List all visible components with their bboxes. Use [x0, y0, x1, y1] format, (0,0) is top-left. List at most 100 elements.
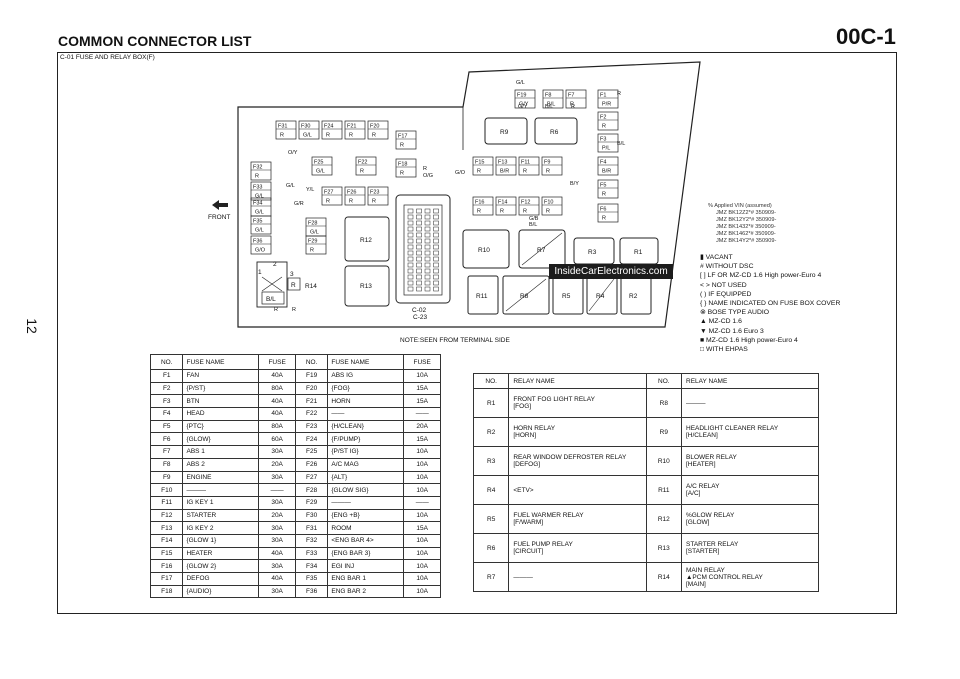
- vin-line: JMZ BK1462*# 350909-: [716, 230, 776, 237]
- connector-pin: [424, 268, 431, 274]
- fuse-id: F26: [347, 190, 356, 196]
- fuse-table-cell: 40A: [258, 369, 296, 383]
- relay-slot-r9: [484, 117, 528, 145]
- fuse-wire-color: R: [523, 169, 527, 175]
- fuse-table-cell: 15A: [403, 432, 441, 447]
- relay-label: R3: [588, 249, 597, 256]
- relay-slot-r11: [467, 275, 499, 315]
- connector-label: C-02: [412, 307, 426, 314]
- fuse-id: F27: [324, 190, 333, 196]
- relay-slot-r10: [462, 229, 510, 269]
- r14-label: R14: [305, 283, 317, 290]
- connector-pin: [433, 238, 439, 244]
- wire-color-tag: R: [617, 91, 621, 97]
- fuse-wire-color: R: [372, 199, 376, 205]
- vin-line: JMZ BK12Z2*# 350909-: [716, 209, 777, 216]
- connector-pin: [407, 250, 414, 256]
- fuse-id: F30: [301, 124, 310, 130]
- fuse-table-cell: 20A: [258, 457, 296, 472]
- fuse-wire-color: G/O: [255, 248, 266, 254]
- relay-label: R7: [537, 247, 546, 254]
- fuse-wire-color: B/R: [602, 169, 611, 175]
- fuse-table-cell: {GLOW 1}: [182, 533, 260, 548]
- connector-pin: [407, 208, 414, 214]
- connector-pin: [433, 268, 439, 274]
- svg-text:B/L: B/L: [266, 296, 276, 303]
- connector-label: C-23: [413, 314, 427, 321]
- vin-title: % Applied VIN (assumed): [708, 203, 772, 209]
- fuse-id: F2: [600, 115, 606, 121]
- fuse-table-cell: {PTC}: [182, 419, 260, 434]
- fuse-table-cell: F19: [294, 369, 329, 383]
- connector-pin: [407, 220, 414, 226]
- fuse-table-cell: <ENG BAR 4>: [327, 533, 405, 548]
- relay-table-cell: R10: [645, 446, 683, 476]
- fuse-id: F29: [308, 239, 317, 245]
- fuse-table-cell: F21: [294, 394, 329, 409]
- relay-label: R8: [520, 293, 529, 300]
- connector-pin: [424, 274, 431, 280]
- wire-color-tag: B/L: [529, 222, 537, 228]
- fuse-table-cell: F35: [294, 572, 329, 586]
- fuse-slot-f2: F2R: [597, 111, 619, 131]
- fuse-table-cell: ———: [327, 495, 405, 510]
- fuse-box-diagram: FRONT R12 R13 C-02 C-23 R9 R6 R10 R7 R3 …: [208, 61, 701, 328]
- fuse-table-cell: 20A: [403, 419, 441, 434]
- fuse-table-cell: F27: [294, 470, 329, 485]
- wire-color-tag: G/B: [529, 216, 539, 222]
- fuse-wire-color: R: [477, 169, 481, 175]
- relay-table-cell: REAR WINDOW DEFROSTER RELAY [DEFOG]: [508, 446, 647, 476]
- fuse-table-cell: F17: [149, 572, 184, 586]
- legend-item: ▼ MZ-CD 1.6 Euro 3: [700, 327, 764, 335]
- connector-pin: [433, 220, 439, 226]
- fuse-table-cell: ——: [327, 407, 405, 421]
- fuse-id: F9: [544, 160, 550, 166]
- fuse-table-cell: ENG BAR 2: [327, 584, 405, 599]
- fuse-table-cell: {GLOW 2}: [182, 559, 260, 573]
- connector-pin: [407, 244, 414, 250]
- fuse-id: F21: [347, 124, 356, 130]
- legend-item: ( ) IF EQUIPPED: [700, 290, 752, 298]
- connector-pins: [407, 208, 439, 292]
- relay-label: R11: [476, 293, 488, 300]
- fuse-id: F11: [521, 160, 530, 166]
- relay-table-cell: ———: [508, 562, 647, 592]
- wire-color-tag: O/G: [423, 173, 433, 179]
- wire-color-tag: G/R: [294, 201, 304, 207]
- relay-label: R13: [360, 283, 372, 290]
- connector-pin: [424, 256, 431, 262]
- fuse-table-cell: HEAD: [182, 407, 260, 421]
- fuse-id: F22: [358, 160, 367, 166]
- fuse-wire-color: R: [546, 209, 550, 215]
- fuse-table-cell: ENGINE: [182, 470, 260, 485]
- connector-pin: [424, 262, 431, 268]
- relay-table-cell: R6: [472, 533, 510, 563]
- fuse-table-cell: 30A: [258, 470, 296, 485]
- connector-pin: [424, 214, 431, 220]
- fuse-table-cell: 60A: [258, 432, 296, 447]
- fuse-table-cell: F20: [294, 381, 329, 396]
- connector-pin: [424, 208, 431, 214]
- connector-pin: [433, 244, 439, 250]
- connector-pin: [424, 250, 431, 256]
- relay-slot-r8: [502, 275, 550, 315]
- fuse-table-cell: 10A: [403, 559, 441, 573]
- fuse-table-cell: 20A: [258, 508, 296, 523]
- fuse-wire-color: B/L: [547, 102, 555, 108]
- fuse-table-cell: IG KEY 1: [182, 495, 260, 510]
- relay-label: R6: [550, 129, 559, 136]
- fuse-id: F25: [314, 160, 323, 166]
